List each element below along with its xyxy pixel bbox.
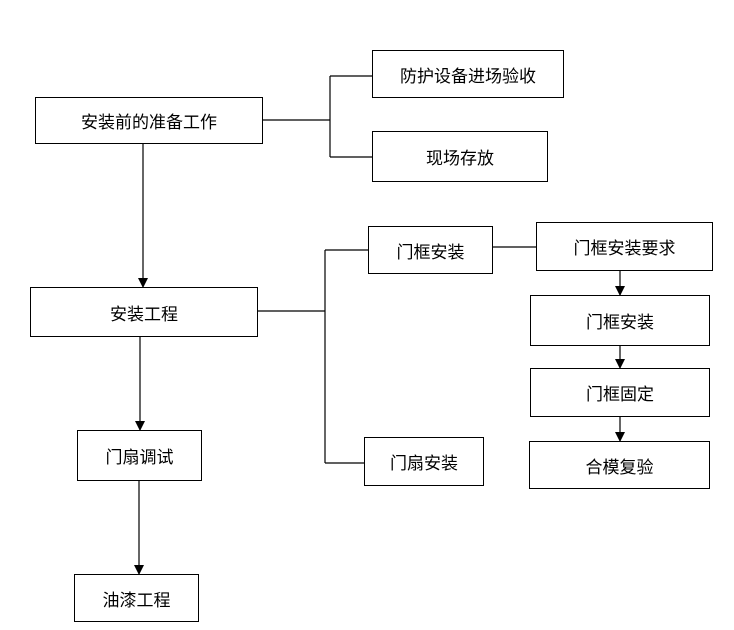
node-frame-requirements: 门框安装要求 — [536, 222, 713, 271]
node-prep: 安装前的准备工作 — [35, 97, 263, 144]
node-frame-install: 门框安装 — [368, 226, 493, 274]
node-leaf-adjust: 门扇调试 — [77, 430, 202, 481]
node-install-project: 安装工程 — [30, 287, 258, 337]
node-site-storage: 现场存放 — [372, 131, 548, 182]
connector-prep-branch — [263, 75, 372, 158]
node-paint-project: 油漆工程 — [74, 574, 199, 622]
node-leaf-install: 门扇安装 — [364, 437, 484, 486]
node-frame-install-step: 门框安装 — [530, 295, 710, 346]
node-mold-recheck: 合模复验 — [529, 441, 710, 489]
connector-install-branch — [258, 249, 368, 464]
node-protect-check: 防护设备进场验收 — [372, 50, 564, 98]
node-frame-fix: 门框固定 — [530, 368, 710, 417]
